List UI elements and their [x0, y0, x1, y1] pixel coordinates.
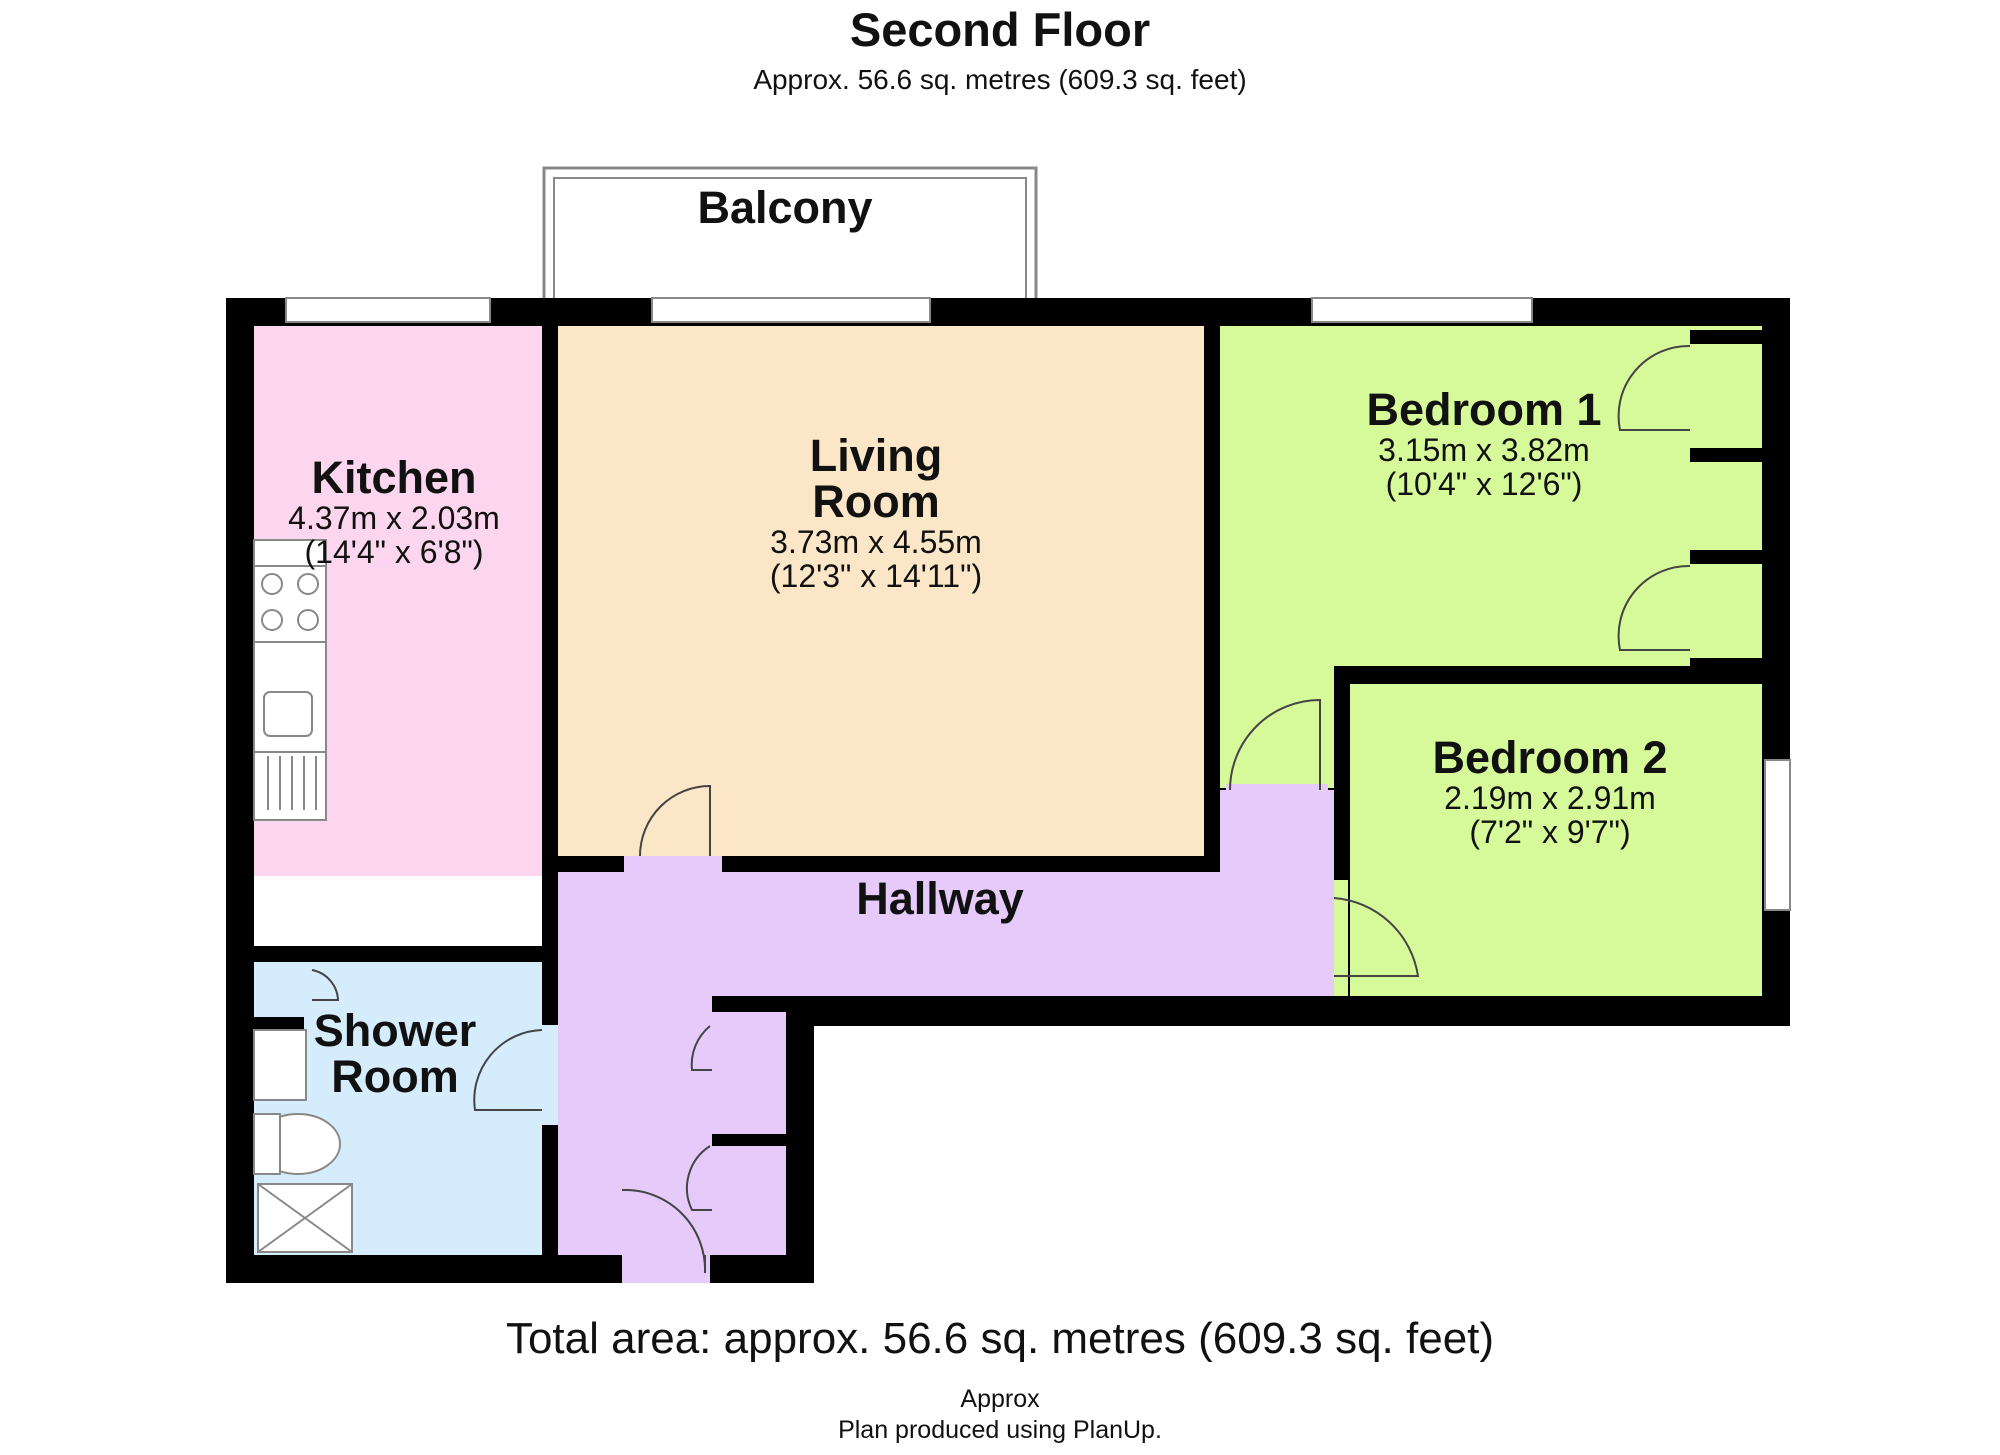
hallway-label: Hallway: [856, 876, 1024, 922]
hallway-name: Hallway: [856, 873, 1024, 924]
living-room-name-2: Room: [812, 476, 940, 527]
kitchen-imperial: (14'4" x 6'8"): [304, 534, 484, 570]
kitchen-fittings: [253, 539, 327, 821]
footer-note: Approx: [960, 1385, 1040, 1413]
living-room-metric: 3.73m x 4.55m: [770, 524, 982, 560]
bedroom-1-imperial: (10'4" x 12'6"): [1385, 466, 1583, 502]
bedroom-1-label: Bedroom 1 3.15m x 3.82m (10'4" x 12'6"): [1366, 384, 1602, 502]
footer-credit: Plan produced using PlanUp.: [838, 1416, 1162, 1444]
bedroom-2-metric: 2.19m x 2.91m: [1444, 780, 1656, 816]
shower-room-label: Shower Room: [314, 1008, 477, 1100]
living-room-floor: [558, 326, 1204, 856]
door-openings: [542, 784, 1348, 1283]
total-area: Total area: approx. 56.6 sq. metres (609…: [505, 1314, 1495, 1363]
kitchen-name: Kitchen: [311, 452, 477, 503]
kitchen-metric: 4.37m x 2.03m: [288, 500, 500, 536]
door-swings: [311, 344, 1691, 1274]
balcony: [542, 166, 1038, 298]
bedroom-2-name: Bedroom 2: [1432, 732, 1668, 783]
shower-room-name-2: Room: [331, 1051, 459, 1102]
shower-room-name-1: Shower: [313, 1005, 477, 1056]
sink-icon: [263, 691, 313, 737]
interior-walls: [254, 326, 1762, 1255]
living-room-imperial: (12'3" x 14'11"): [769, 558, 983, 594]
bedroom-2-floor: [1350, 684, 1762, 996]
bathroom-fittings: [253, 1029, 353, 1253]
living-room-name-1: Living: [809, 430, 943, 481]
kitchen-lower-floor: [254, 876, 542, 946]
kitchen-label: Kitchen 4.37m x 2.03m (14'4" x 6'8"): [288, 452, 500, 570]
wardrobe-walls: [1690, 330, 1762, 668]
floor-title: Second Floor: [849, 3, 1151, 56]
bedroom-1-floor: [1220, 326, 1762, 788]
bedroom-1-metric: 3.15m x 3.82m: [1378, 432, 1590, 468]
basin-icon: [253, 1029, 307, 1101]
living-room-label: Living Room 3.73m x 4.55m (12'3" x 14'11…: [769, 430, 983, 594]
windows: [285, 297, 1791, 911]
floor-area: Approx. 56.6 sq. metres (609.3 sq. feet): [753, 64, 1247, 95]
bedroom-2-imperial: (7'2" x 9'7"): [1469, 814, 1631, 850]
hob-icon: [261, 573, 283, 595]
bedroom-2-label: Bedroom 2 2.19m x 2.91m (7'2" x 9'7"): [1432, 732, 1668, 850]
balcony-name: Balcony: [697, 182, 873, 233]
balcony-label: Balcony: [697, 185, 872, 231]
bedroom-1-name: Bedroom 1: [1366, 384, 1602, 435]
